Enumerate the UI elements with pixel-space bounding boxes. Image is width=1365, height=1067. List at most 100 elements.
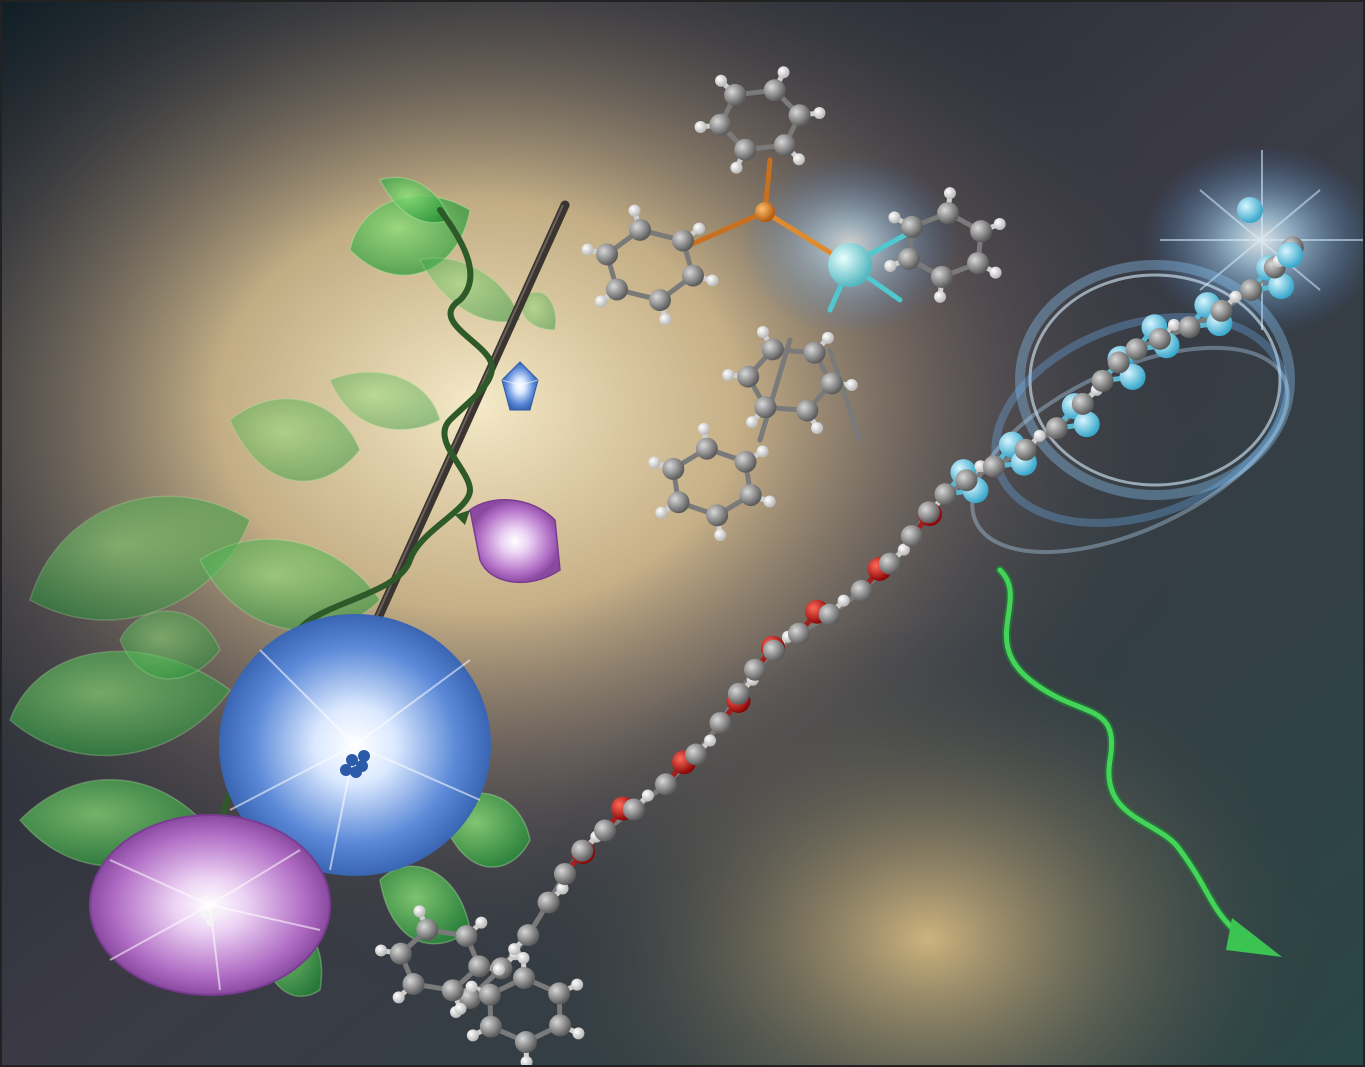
atom-C: [1178, 316, 1201, 339]
atom-C: [468, 955, 491, 978]
atom-C: [818, 603, 841, 626]
atom-C: [900, 525, 923, 548]
atom-C: [513, 967, 536, 990]
purple-bell-flower: [455, 499, 561, 583]
atom-C: [1071, 392, 1094, 415]
atom-C: [662, 457, 685, 480]
atom-C: [709, 113, 732, 136]
atom-C: [967, 252, 990, 275]
atom-H: [454, 1002, 467, 1015]
atom-C: [695, 437, 718, 460]
atom-C: [763, 79, 786, 102]
atom-H: [571, 978, 584, 991]
atom-H: [714, 529, 727, 542]
atom-C: [685, 743, 708, 766]
atom-H: [813, 106, 826, 119]
atom-C: [706, 504, 729, 527]
atom-C: [548, 982, 571, 1005]
atom-H: [581, 243, 594, 256]
atom-C: [878, 552, 901, 575]
atom-H: [556, 882, 569, 895]
atom-H: [517, 952, 530, 965]
atom-C: [982, 455, 1005, 478]
atom-H: [989, 266, 1002, 279]
atom-H: [897, 543, 910, 556]
atom-C: [605, 278, 628, 301]
atom-C: [970, 220, 993, 243]
atom-C: [739, 484, 762, 507]
atom-C: [1107, 351, 1130, 374]
atom-F: [1237, 197, 1263, 223]
atom-C: [648, 289, 671, 312]
atom-C: [955, 469, 978, 492]
atom-H: [1033, 429, 1046, 442]
vine-plant: [9, 176, 570, 997]
atom-C: [724, 83, 747, 106]
wavy-arrow: [995, 565, 1282, 957]
atom-H: [730, 161, 743, 174]
atom-H: [756, 445, 769, 458]
atom-H: [934, 290, 947, 303]
atom-C: [743, 658, 766, 681]
molecule-atoms: [375, 66, 1304, 1067]
atom-C: [514, 1030, 537, 1053]
atom-H: [821, 331, 834, 344]
atom-H: [837, 594, 850, 607]
atom-C: [681, 264, 704, 287]
atom-H: [697, 422, 710, 435]
atom-H: [722, 369, 735, 382]
atom-C: [934, 483, 957, 506]
atom-C: [727, 682, 750, 705]
atom-H: [792, 153, 805, 166]
atom-C: [667, 491, 690, 514]
atom-H: [811, 422, 824, 435]
atom-F: [1277, 242, 1303, 268]
atom-C: [622, 798, 645, 821]
atom-H: [465, 980, 478, 993]
atom-C: [820, 372, 843, 395]
atom-H: [475, 916, 488, 929]
atom-H: [756, 325, 769, 338]
atom-C: [455, 925, 478, 948]
atom-C: [549, 1014, 572, 1037]
atom-C: [788, 622, 811, 645]
atom-P: [755, 202, 775, 222]
atom-H: [392, 991, 405, 1004]
atom-H: [520, 1055, 533, 1067]
blue-bud: [501, 361, 539, 411]
atom-C: [709, 711, 732, 734]
leaves: [9, 176, 557, 997]
atom-C: [900, 215, 923, 238]
atom-M: [828, 243, 872, 287]
atom-C: [478, 983, 501, 1006]
atom-C: [917, 501, 940, 524]
atom-H: [1229, 290, 1242, 303]
atom-H: [594, 295, 607, 308]
atom-H: [466, 1029, 479, 1042]
atom-C: [629, 218, 652, 241]
atom-F: [1073, 411, 1100, 438]
atom-H: [706, 274, 719, 287]
atom-H: [641, 789, 654, 802]
atom-C: [441, 979, 464, 1002]
atom-H: [413, 905, 426, 918]
atom-C: [803, 341, 826, 364]
atom-C: [734, 138, 757, 161]
atom-H: [1167, 318, 1180, 331]
atom-C: [754, 396, 777, 419]
atom-C: [1125, 338, 1148, 361]
atom-C: [737, 365, 760, 388]
atom-C: [1014, 438, 1037, 461]
atom-C: [672, 229, 695, 252]
atom-H: [704, 734, 717, 747]
atom-C: [517, 924, 540, 947]
bond: [827, 347, 863, 443]
atom-C: [654, 773, 677, 796]
atom-H: [375, 944, 388, 957]
atom-C: [788, 104, 811, 127]
atom-C: [850, 579, 873, 602]
atom-H: [492, 963, 505, 976]
